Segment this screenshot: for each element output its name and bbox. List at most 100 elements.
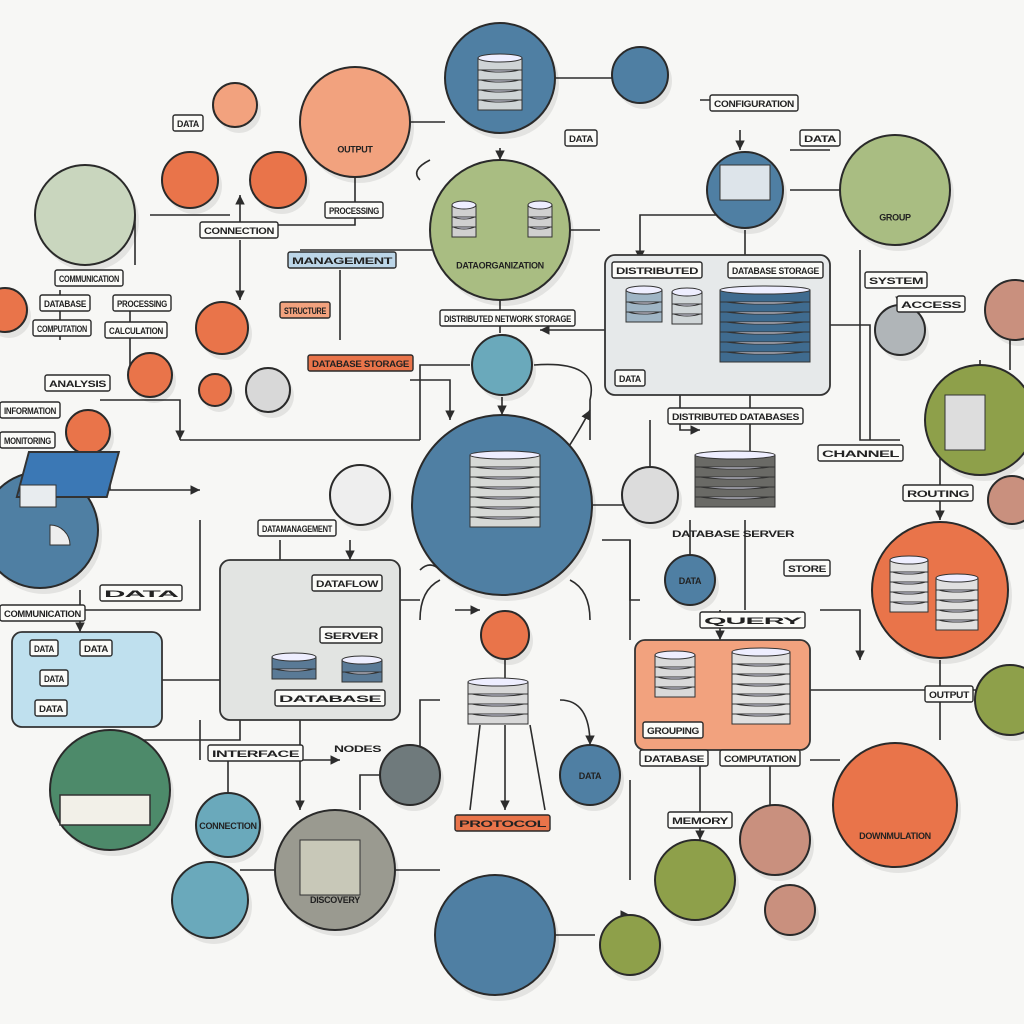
label-text: INTERFACE [212,749,300,759]
monitor-icon [19,484,57,508]
diagram-node [434,874,556,996]
label-text: DATABASE [644,754,704,764]
server-icon-cap [467,677,529,687]
label-box [324,201,384,219]
label-box [32,319,92,337]
connector-line [559,699,595,746]
label-text: DATA [104,589,181,599]
label-box [699,611,806,629]
diagram-node [832,742,958,868]
diagram-node [664,554,716,606]
label-text: DISTRIBUTED NETWORK STORAGE [444,314,571,324]
label-box [817,444,904,462]
connector-line [533,363,593,440]
label-text: NODES [334,744,381,754]
cloud-server-icon-cap [694,450,776,460]
label-box [864,271,928,289]
label-box [279,301,331,319]
diagram-node [480,610,530,660]
label-text: PROCESSING [329,206,379,216]
label-text: OUTPUT [929,690,970,700]
label-box [0,401,61,419]
diagram-node [471,334,533,396]
connector-line [415,159,431,181]
table-icon [299,839,361,896]
node-label: OUTPUT [337,144,373,154]
label-text: DATA [34,644,55,654]
connector-line [569,579,591,621]
diagram-node [764,884,816,936]
label-box [39,669,69,687]
label-box [709,94,799,112]
diagram-node [245,367,291,413]
node-label: DOWNMULATION [859,831,931,841]
diagram-node [212,82,258,128]
label-text: DATA [44,674,65,684]
label-box [896,295,966,313]
diagram-node [654,839,736,921]
node-label: GROUP [879,212,911,222]
db-icon-cap [527,200,553,210]
label-text: ANALYSIS [49,379,106,389]
label-box [454,814,551,832]
connector-line [410,379,455,420]
label-box [564,129,598,147]
top-database-icon-cap [477,53,523,63]
diagram-node [429,159,571,301]
hub-database-icon-cap [469,450,541,460]
label-text: DATAFLOW [316,579,379,589]
node-label: CONNECTION [199,821,257,831]
label-text: SERVER [324,631,379,641]
db-icon-cap [731,647,791,657]
label-text: COMPUTATION [724,754,796,764]
db-icon-cap [935,573,979,583]
diagram-node [127,352,173,398]
diagram-node [611,46,669,104]
label-text: SYSTEM [869,276,923,286]
label-box [902,484,974,502]
label-text: STRUCTURE [284,306,326,316]
diagram-node [739,804,811,876]
connector-line [419,364,470,440]
label-text: DATABASE STORAGE [732,266,819,276]
label-box [207,744,304,762]
connector-line [529,724,546,811]
db-icon-cap [654,650,696,660]
diagram-node [974,664,1024,736]
label-text: QUERY [704,616,802,626]
diagram-node [161,151,219,209]
diagram-node [171,861,249,939]
connector-line [419,579,441,621]
label-box [29,639,59,657]
connector-line [679,395,700,435]
label-text: DATA [39,704,64,714]
label-text: COMMUNICATION [59,274,119,284]
diagram-node [195,792,261,858]
db-icon-cap [451,200,477,210]
label-box [39,294,91,312]
connector-line [227,755,340,793]
label-text: DATABASE SERVER [672,529,795,539]
label-text: DISTRIBUTED [616,266,699,276]
label-text: DATABASE [279,694,382,704]
label-text: DATA [804,134,837,144]
diagram-node [621,466,679,524]
bar-chart-icon [719,164,771,201]
diagram-node [329,464,391,526]
connector-line [359,774,380,810]
book-icon [59,794,151,826]
label-text: DATA [569,134,594,144]
label-text: CALCULATION [109,326,163,336]
label-text: ACCESS [901,300,961,310]
label-box [199,221,279,239]
node-label: DATA [679,576,702,586]
label-text: CHANNEL [822,449,900,459]
label-box [639,749,709,767]
label-box [727,261,824,279]
label-text: MONITORING [4,436,51,446]
db-icon-cap [625,285,663,295]
label-text: DISTRIBUTED DATABASES [672,412,799,422]
label-box [642,721,704,739]
label-text: MANAGEMENT [292,256,393,266]
label-box [44,374,111,392]
